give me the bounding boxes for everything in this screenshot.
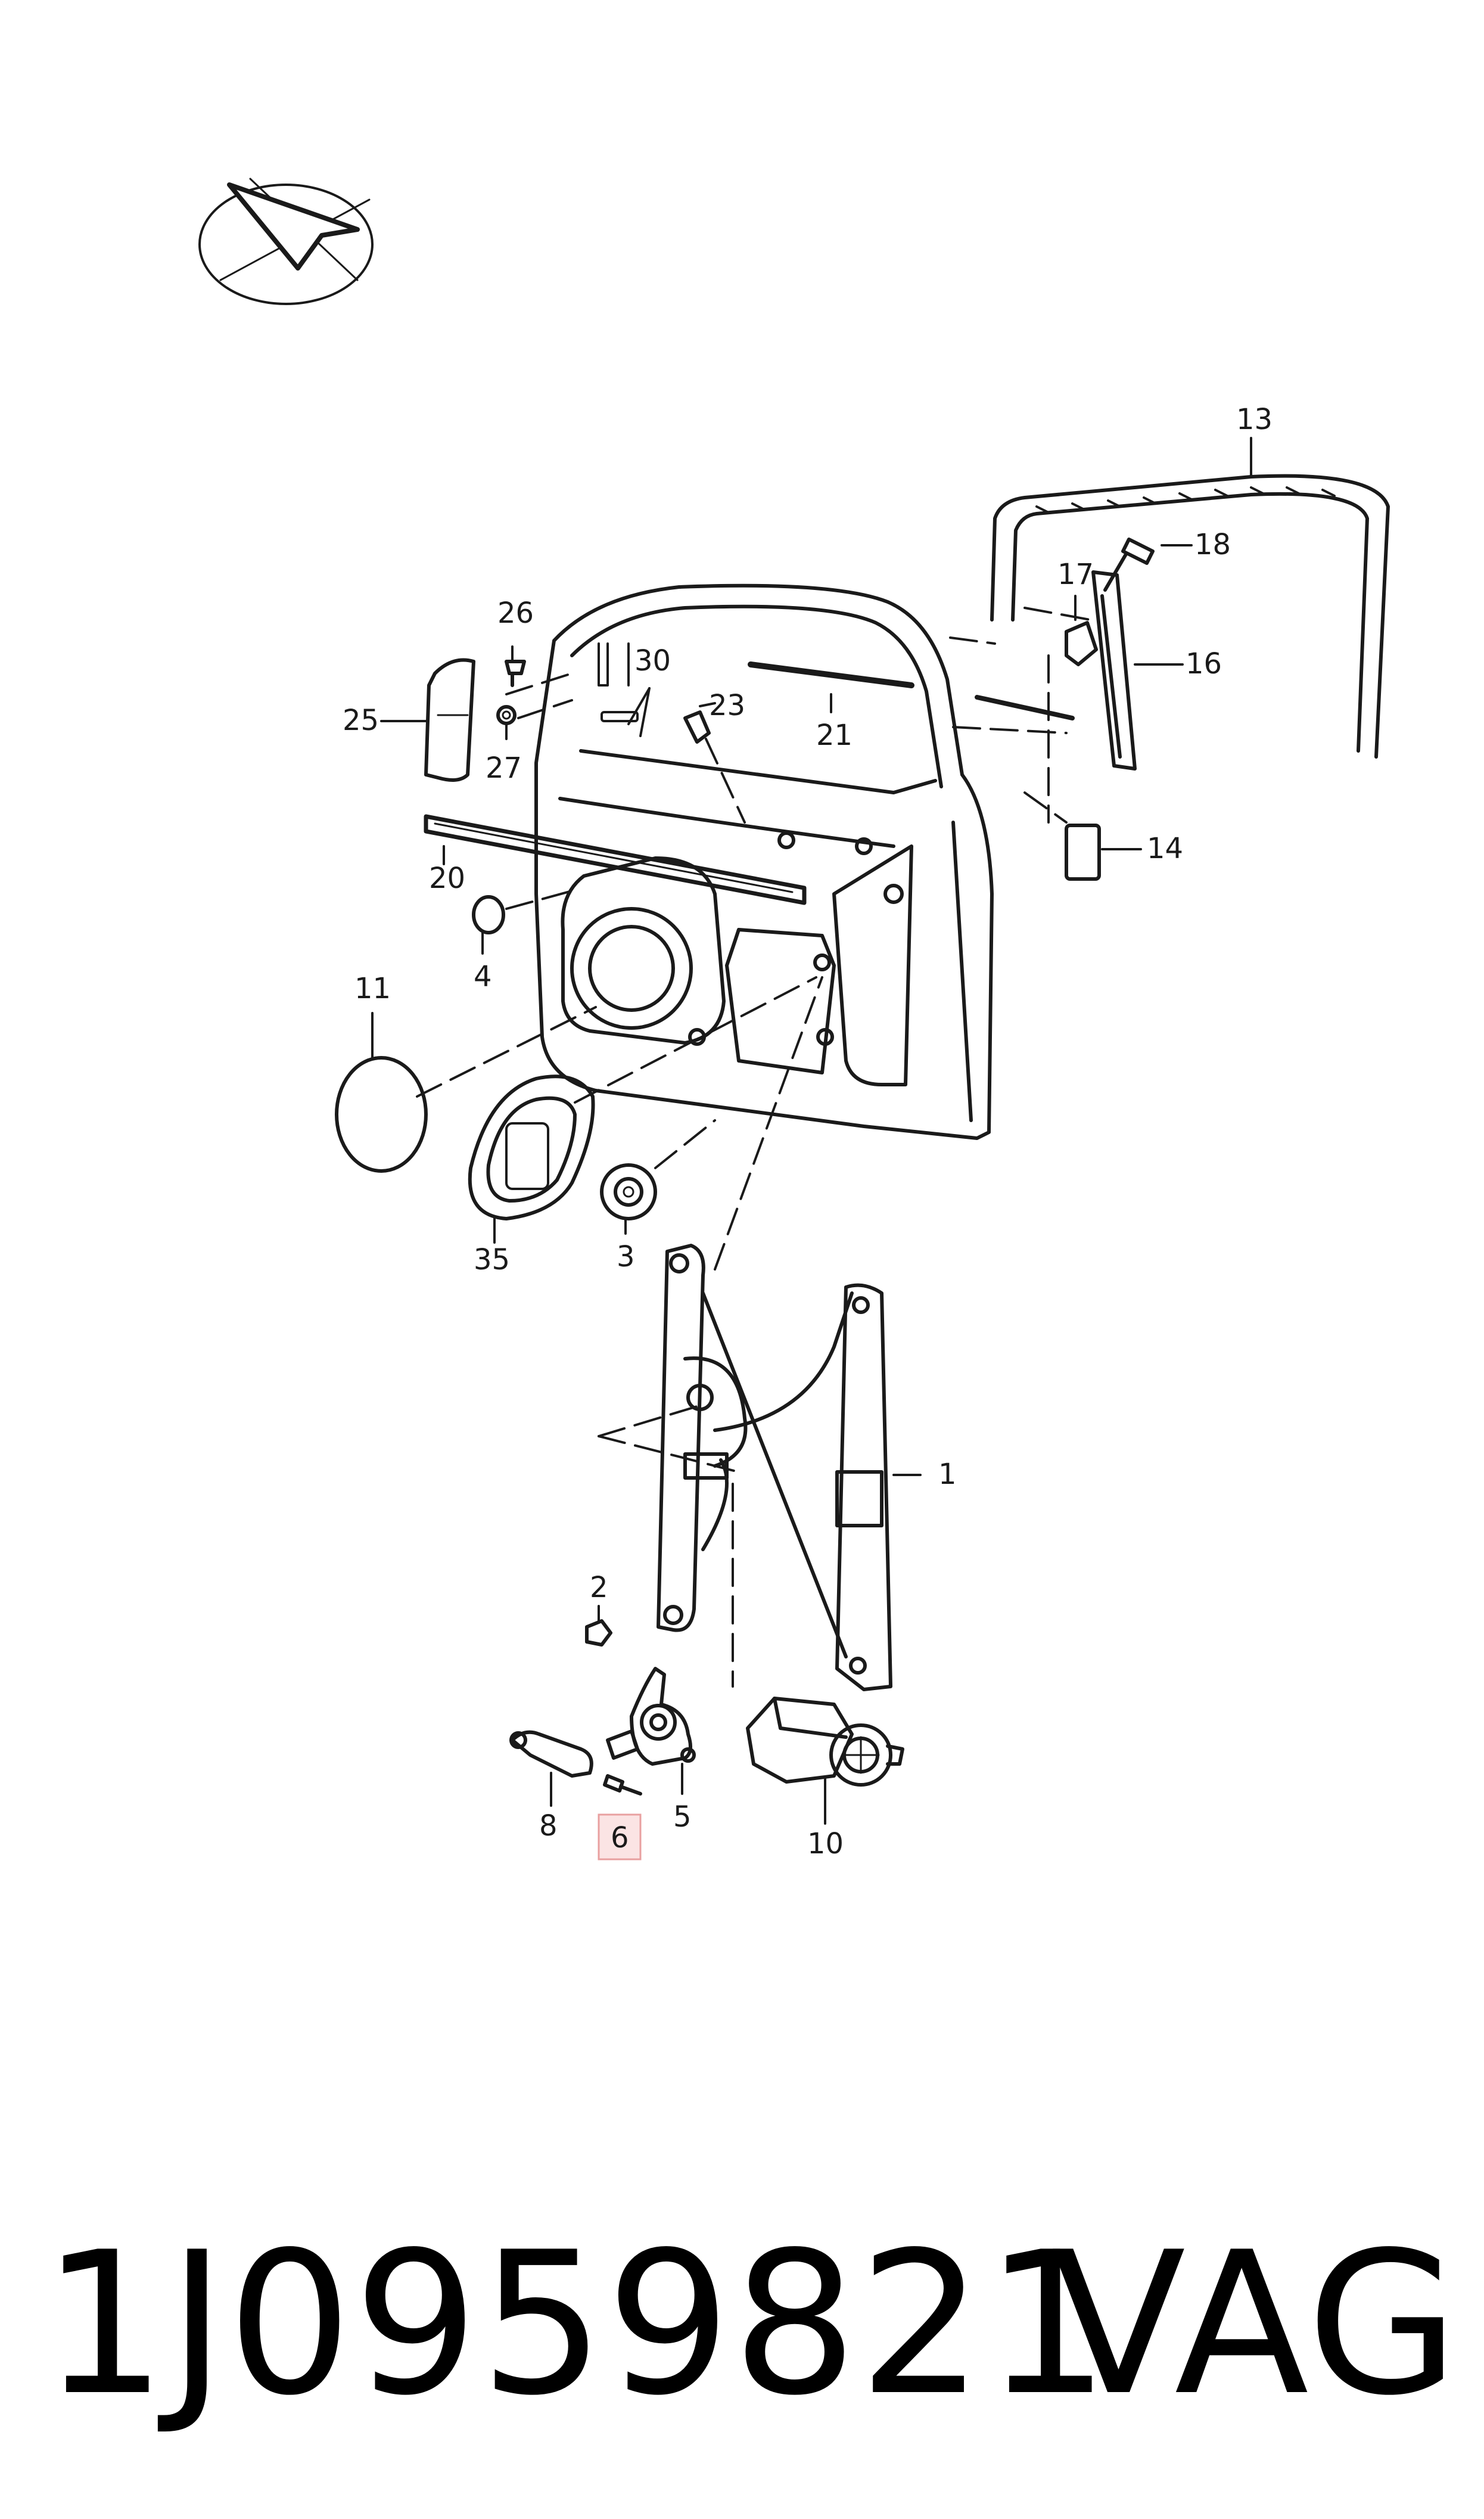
callout-35: 35	[474, 1243, 510, 1276]
window-guide-rail	[1091, 570, 1137, 771]
callout-25: 25	[343, 704, 379, 737]
callout-10: 10	[807, 1827, 844, 1860]
callout-21: 21	[816, 719, 853, 752]
weatherstrip-21	[748, 661, 1075, 720]
callout-6: 6	[611, 1821, 629, 1855]
nut-2	[585, 1619, 612, 1647]
screw-26	[505, 660, 526, 687]
callout-27: 27	[486, 751, 522, 785]
callout-26: 26	[497, 597, 534, 630]
callout-20: 20	[429, 862, 465, 895]
cover-14	[1065, 824, 1101, 881]
callout-8: 8	[539, 1809, 558, 1843]
door-inner-panel	[534, 583, 994, 1140]
callout-16: 16	[1186, 647, 1222, 681]
bolt-18	[1103, 538, 1155, 592]
callout-30: 30	[634, 644, 671, 678]
sealing-strip-20	[424, 814, 807, 905]
frame-35	[468, 1074, 595, 1220]
reference-lines	[416, 607, 1091, 1688]
window-regulator	[657, 1244, 892, 1691]
screw-6	[603, 1774, 642, 1796]
grommet-3	[600, 1163, 657, 1220]
callout-18: 18	[1194, 528, 1231, 561]
callout-labels: 1 2 3 4 5 6 8 10 11 13 14 16 17 18 20 21…	[343, 403, 1273, 1860]
leader-lines	[371, 437, 1252, 1825]
direction-arrow-icon	[198, 178, 374, 305]
cover-11	[335, 1056, 428, 1173]
callout-1: 1	[938, 1458, 957, 1491]
crank-handle-8	[509, 1730, 593, 1778]
callout-11: 11	[354, 972, 391, 1005]
callout-13: 13	[1236, 403, 1273, 436]
plug-4	[472, 895, 505, 934]
callout-5: 5	[673, 1800, 692, 1834]
part-number: 1J0959821	[42, 2210, 1111, 2439]
callout-2: 2	[590, 1571, 608, 1604]
nut-27	[496, 705, 517, 725]
bracket-17	[1065, 621, 1098, 666]
callout-3: 3	[617, 1240, 635, 1274]
callout-23: 23	[709, 689, 745, 722]
clip-23	[683, 710, 711, 744]
callout-4: 4	[474, 960, 492, 993]
gear-unit-5	[606, 1667, 696, 1766]
highlight-box-6	[598, 1813, 642, 1860]
callout-17: 17	[1057, 558, 1094, 591]
callout-14: 14	[1147, 832, 1183, 865]
window-frame-seal	[990, 474, 1390, 759]
motor-10	[746, 1697, 904, 1787]
brand-name: VAG	[1051, 2210, 1460, 2439]
handle-cover-25	[424, 658, 475, 782]
